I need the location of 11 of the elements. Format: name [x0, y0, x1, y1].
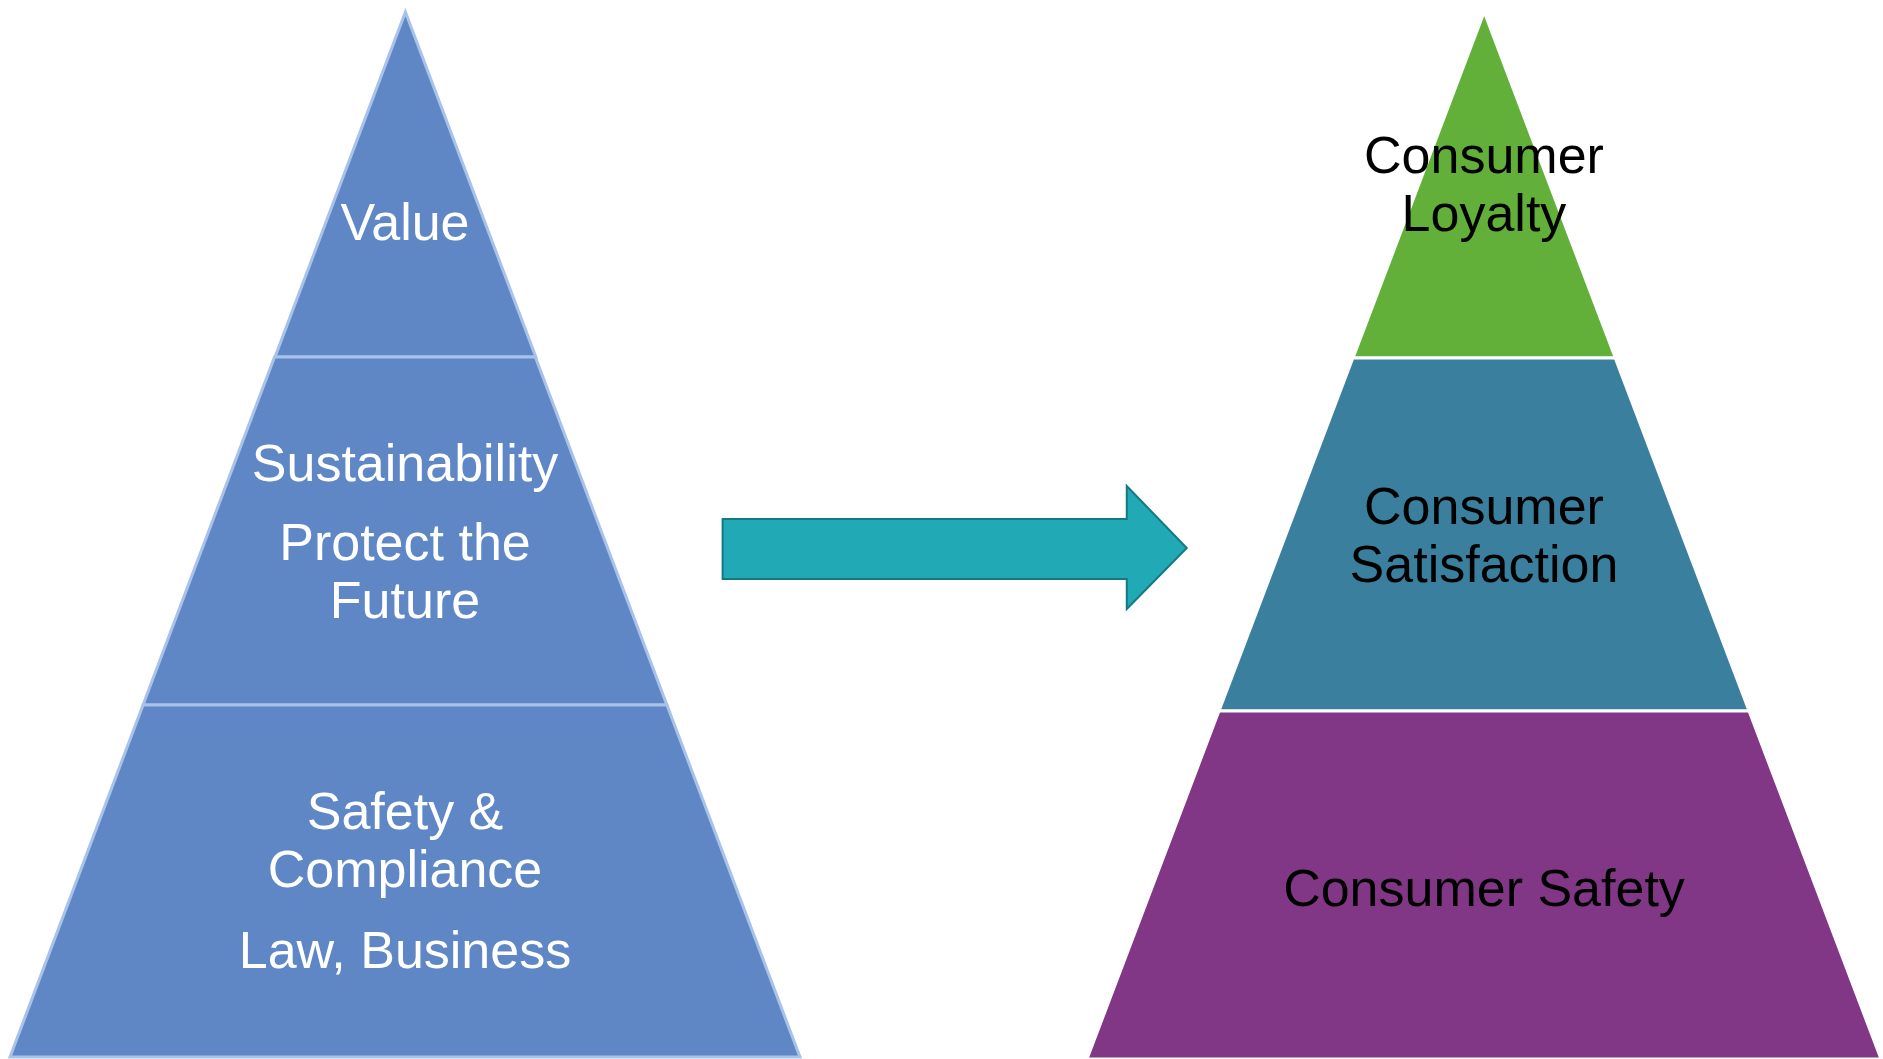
pyramid-level: [143, 357, 667, 705]
level-label: Consumer Satisfaction: [1348, 476, 1620, 594]
level-label: Safety & Compliance: [266, 781, 544, 899]
level-label: Sustainability: [250, 433, 560, 493]
block-arrow: [721, 483, 1189, 612]
level-label: Law, Business: [237, 920, 573, 980]
level-label: Consumer Safety: [1282, 858, 1686, 918]
pyramid-level: [1087, 711, 1881, 1059]
level-label: Protect the Future: [278, 512, 532, 630]
pyramid-level: [1218, 358, 1750, 711]
pyramid-level: [10, 705, 800, 1057]
